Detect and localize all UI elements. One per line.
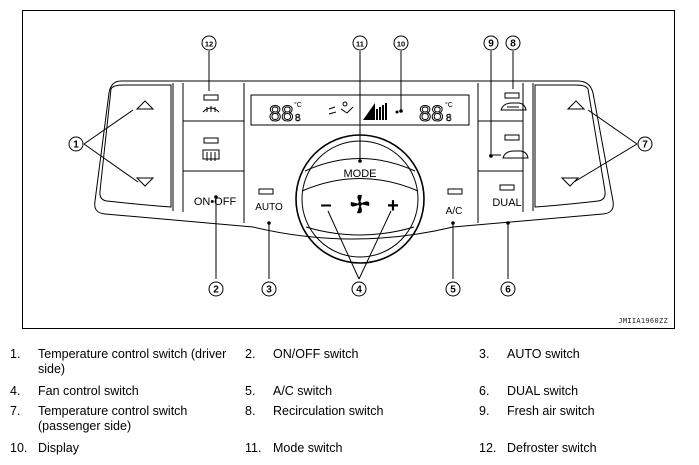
svg-text:11: 11 <box>356 40 364 49</box>
svg-text:5: 5 <box>450 285 456 296</box>
svg-text:2: 2 <box>213 285 219 296</box>
svg-text:1: 1 <box>73 140 79 151</box>
callout-4: 4 <box>351 281 367 297</box>
legend-item-10: 10.Display <box>10 441 79 455</box>
right-up-arrow <box>566 100 586 110</box>
legend-item-2: 2.ON/OFF switch <box>245 347 359 361</box>
fan-icon <box>350 194 370 214</box>
legend-item-9: 9.Fresh air switch <box>479 404 595 418</box>
callout-5: 5 <box>445 281 461 297</box>
panel-outline <box>94 80 614 240</box>
right-down-arrow <box>560 177 580 187</box>
legend-item-1: 1.Temperature control switch (driver sid… <box>10 347 227 376</box>
legend-item-5: 5.A/C switch <box>245 384 333 398</box>
on-off-button-label: ON•OFF <box>194 196 237 208</box>
control-panel-diagram: 88 8 °C 88 8 °C MODE ON•OFF AUTO A/C DUA… <box>22 10 675 329</box>
legend-item-7: 7.Temperature control switch (passenger … <box>10 404 188 433</box>
auto-button-label: AUTO <box>255 202 283 213</box>
callout-12: 12 <box>201 35 217 51</box>
mode-button-label: MODE <box>344 168 377 180</box>
figure-code: JMIIA1960ZZ <box>618 317 668 325</box>
display-left-temp: 88 <box>269 101 293 126</box>
callout-7: 7 <box>637 136 653 152</box>
legend-item-11: 11.Mode switch <box>245 441 343 455</box>
right-temp-button <box>534 84 606 208</box>
fresh-air-icon <box>489 150 529 159</box>
callout-11: 11 <box>352 35 368 51</box>
display-left-decimal: 8 <box>295 113 301 124</box>
callout-8: 8 <box>505 35 521 51</box>
svg-text:9: 9 <box>488 39 494 50</box>
callout-9: 9 <box>483 35 499 51</box>
callout-6: 6 <box>500 281 516 297</box>
svg-text:12: 12 <box>205 40 213 49</box>
left-down-arrow <box>135 177 155 187</box>
defroster-rear-icon <box>202 149 220 161</box>
defroster-front-icon <box>202 106 220 113</box>
display-segments <box>363 103 399 120</box>
svg-text:10: 10 <box>397 40 405 49</box>
legend-item-4: 4.Fan control switch <box>10 384 139 398</box>
panel-illustration: 88 8 °C 88 8 °C MODE ON•OFF AUTO A/C DUA… <box>68 35 653 297</box>
svg-text:4: 4 <box>356 285 362 296</box>
fan-minus-label: – <box>320 194 331 216</box>
callout-3: 3 <box>261 281 277 297</box>
display-right-decimal: 8 <box>446 113 452 124</box>
callout-2: 2 <box>208 281 224 297</box>
legend-item-6: 6.DUAL switch <box>479 384 579 398</box>
legend-item-8: 8.Recirculation switch <box>245 404 384 418</box>
callout-10: 10 <box>393 35 409 51</box>
display-left-unit: °C <box>294 101 302 109</box>
recirculation-icon <box>500 102 527 111</box>
svg-text:3: 3 <box>266 285 272 296</box>
ac-button-label: A/C <box>446 206 463 217</box>
left-up-arrow <box>135 100 155 110</box>
legend-item-12: 12.Defroster switch <box>479 441 597 455</box>
airflow-person-icon <box>328 101 354 115</box>
svg-text:6: 6 <box>505 285 511 296</box>
fan-plus-label: + <box>387 195 399 217</box>
legend-item-3: 3.AUTO switch <box>479 347 580 361</box>
dual-button-label: DUAL <box>492 197 521 209</box>
svg-text:8: 8 <box>510 39 516 50</box>
display-right-unit: °C <box>445 101 453 109</box>
svg-text:7: 7 <box>642 140 648 151</box>
callout-1: 1 <box>68 136 84 152</box>
left-temp-button <box>99 84 172 208</box>
display-right-temp: 88 <box>419 101 443 126</box>
